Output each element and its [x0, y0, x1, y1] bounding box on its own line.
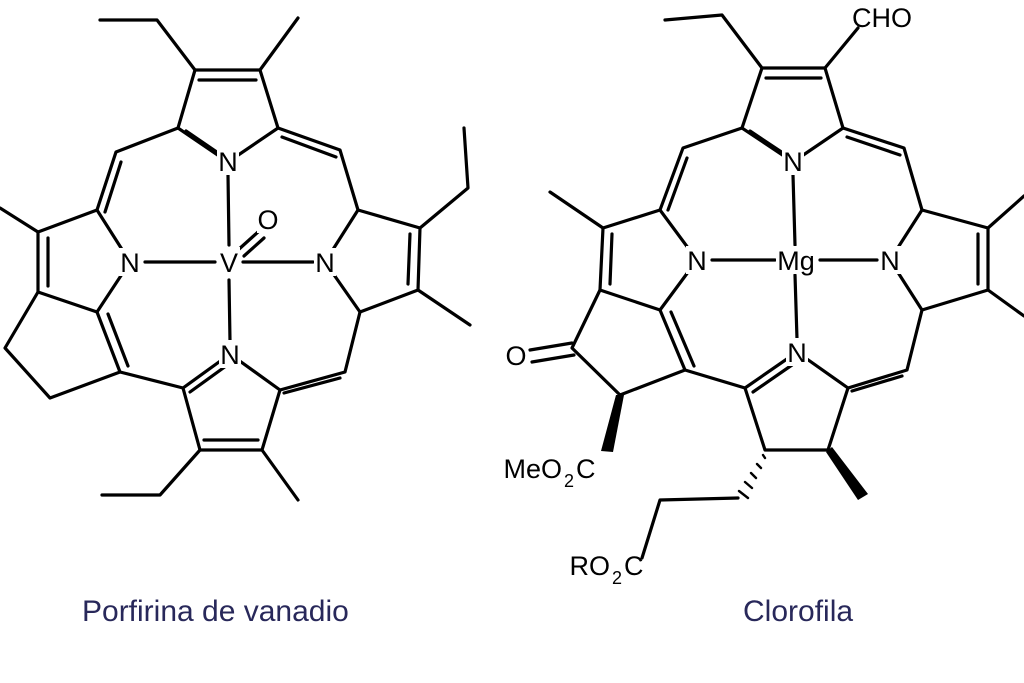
chlorophyll-aldehyde-label: CHO: [852, 3, 912, 33]
vanadyl-n-right: N: [315, 248, 335, 278]
vanadyl-metal-vanadium: V: [220, 248, 238, 278]
vanadyl-atom-labels: N N N N V O: [119, 147, 336, 370]
chlorophyll-propionate-ester-prefix: RO: [570, 551, 611, 581]
chlorophyll-propionate-ester-carbon: C: [624, 551, 644, 581]
vanadyl-n-top: N: [218, 147, 238, 177]
vanadyl-oxo-oxygen: O: [257, 205, 278, 235]
chlorophyll-caption: Clorofila: [743, 595, 854, 628]
vanadyl-n-bottom: N: [220, 340, 240, 370]
vanadyl-n-left: N: [120, 248, 140, 278]
chlorophyll-propionate-ester-subscript: 2: [612, 568, 622, 588]
chlorophyll-n-bottom: N: [787, 338, 807, 368]
chlorophyll-n-top: N: [783, 147, 803, 177]
chlorophyll-methyl-ester-carbon: C: [576, 454, 596, 484]
chlorophyll-n-left: N: [687, 246, 707, 276]
chlorophyll-n-right: N: [880, 246, 900, 276]
chlorophyll-methyl-ester-subscript: 2: [564, 471, 574, 491]
chlorophyll-atom-labels: N N N N Mg CHO O MeO 2 C RO 2 C: [503, 3, 912, 588]
chlorophyll-methyl-ester-prefix: MeO: [503, 454, 562, 484]
vanadyl-porphyrin-structure: [0, 16, 472, 502]
vanadyl-porphyrin-caption: Porfirina de vanadio: [82, 595, 349, 628]
chlorophyll-ketone-oxygen: O: [505, 341, 526, 371]
chlorophyll-metal-magnesium: Mg: [777, 246, 815, 276]
chlorophyll-structure: [528, 13, 1024, 560]
